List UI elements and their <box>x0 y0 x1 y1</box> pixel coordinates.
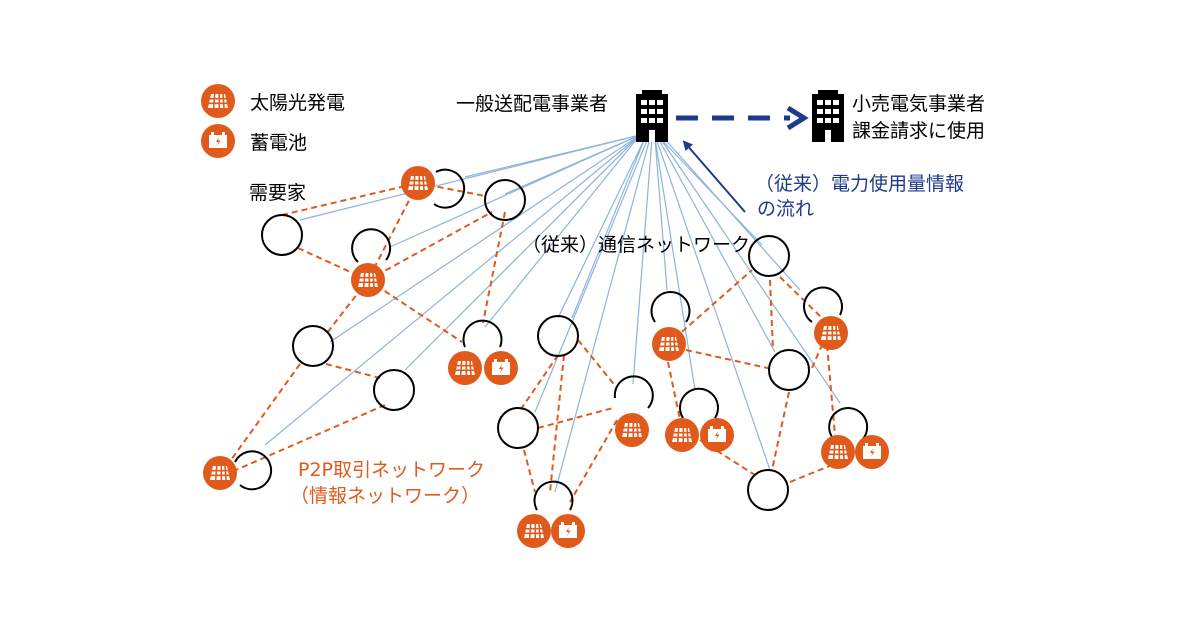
p2p-network-label-line1: P2P取引ネットワーク <box>298 459 485 481</box>
battery-icon <box>484 351 518 385</box>
consumer-node <box>292 325 334 367</box>
p2p-line <box>685 349 773 370</box>
comm-line <box>654 137 668 291</box>
comm-line <box>554 137 651 493</box>
usage-flow-label-line2: の流れ <box>757 198 814 220</box>
battery-icon <box>855 435 889 469</box>
p2p-line <box>367 182 419 281</box>
p2p-network-label-line2: （情報ネットワーク） <box>290 485 480 507</box>
conventional-network-label: （従来）通信ネットワーク <box>522 234 750 256</box>
p2p-line <box>769 279 774 351</box>
p2p-line <box>367 211 493 281</box>
p2p-line <box>537 407 614 429</box>
solar-panel-icon <box>202 455 238 491</box>
consumer-node <box>497 407 539 449</box>
solar-panel-icon <box>350 262 386 298</box>
solar-panel-icon <box>651 326 687 362</box>
p2p-line <box>577 339 618 389</box>
retailer-label-line2: 課金請求に使用 <box>852 120 985 142</box>
comm-line <box>657 137 776 353</box>
p2p-network-lines <box>230 182 836 503</box>
p2p-line <box>811 344 823 369</box>
consumer-node-arc <box>533 480 574 511</box>
consumer-node <box>747 469 789 511</box>
battery-icon <box>700 418 734 452</box>
consumer-node <box>261 214 303 256</box>
consumer-node-arc <box>462 319 503 348</box>
comm-line <box>389 134 641 248</box>
p2p-line <box>235 404 386 471</box>
legend-solar-icon <box>200 83 236 119</box>
consumer-node-arc <box>650 291 691 323</box>
consumer-node-arc <box>234 450 273 491</box>
comm-line <box>484 134 641 328</box>
grid-operator-building-icon <box>636 90 668 142</box>
comm-line <box>534 137 649 413</box>
legend-battery-label: 蓄電池 <box>250 132 307 154</box>
consumer-node <box>768 349 810 391</box>
solar-panel-icon <box>447 350 483 386</box>
consumer-node-arc <box>433 168 466 209</box>
usage-flow-label-line1: （従来）電力使用量情報 <box>755 173 964 195</box>
legend-solar-label: 太陽光発電 <box>250 92 345 114</box>
p2p-line <box>325 363 381 379</box>
retailer-building-icon <box>812 90 844 142</box>
comm-line <box>632 137 653 385</box>
arrow-head-icon <box>786 105 809 131</box>
p2p-line <box>281 182 419 216</box>
consumer-node-arc <box>613 375 654 409</box>
comm-line <box>654 137 696 391</box>
p2p-line <box>518 354 559 413</box>
solar-panel-icon <box>813 315 849 351</box>
comm-line <box>299 134 641 221</box>
comm-line <box>329 134 641 343</box>
p2p-line <box>771 391 790 471</box>
retailer-label-line1: 小売電気事業者 <box>852 93 985 115</box>
grid-operator-label: 一般送配電事業者 <box>456 93 608 115</box>
comm-line <box>264 134 641 446</box>
legend-battery-icon <box>201 124 235 158</box>
consumer-node <box>748 235 790 277</box>
conventional-network-lines <box>264 134 841 493</box>
solar-panel-icon <box>400 165 436 201</box>
consumer-node <box>484 179 526 221</box>
p2p-line <box>666 269 753 346</box>
comm-line <box>661 135 801 291</box>
p2p-line <box>667 361 681 421</box>
p2p-line <box>789 464 833 483</box>
p2p-line <box>523 449 536 493</box>
usage-flow-arrow <box>682 140 746 213</box>
solar-panel-icon <box>664 417 700 453</box>
solar-panel-icon <box>516 513 552 549</box>
consumer-node-arc <box>679 387 719 419</box>
consumer-node-arc <box>828 407 869 441</box>
p2p-line <box>367 279 463 343</box>
consumer-node-arc <box>803 286 843 323</box>
comm-line <box>571 137 646 319</box>
consumer-label: 需要家 <box>249 182 306 204</box>
consumer-nodes <box>234 168 869 511</box>
solar-panel-icon <box>820 434 856 470</box>
consumer-node <box>537 315 579 357</box>
p2p-line <box>779 276 823 319</box>
p2p-line <box>569 419 618 503</box>
comm-line <box>557 137 646 319</box>
p2p-line <box>482 211 506 324</box>
consumer-node-arc <box>351 228 392 263</box>
consumer-node <box>373 369 415 411</box>
solar-panel-icon <box>614 412 650 448</box>
p2p-line <box>826 344 836 436</box>
p2p-line <box>549 354 565 493</box>
battery-icon <box>551 514 585 548</box>
